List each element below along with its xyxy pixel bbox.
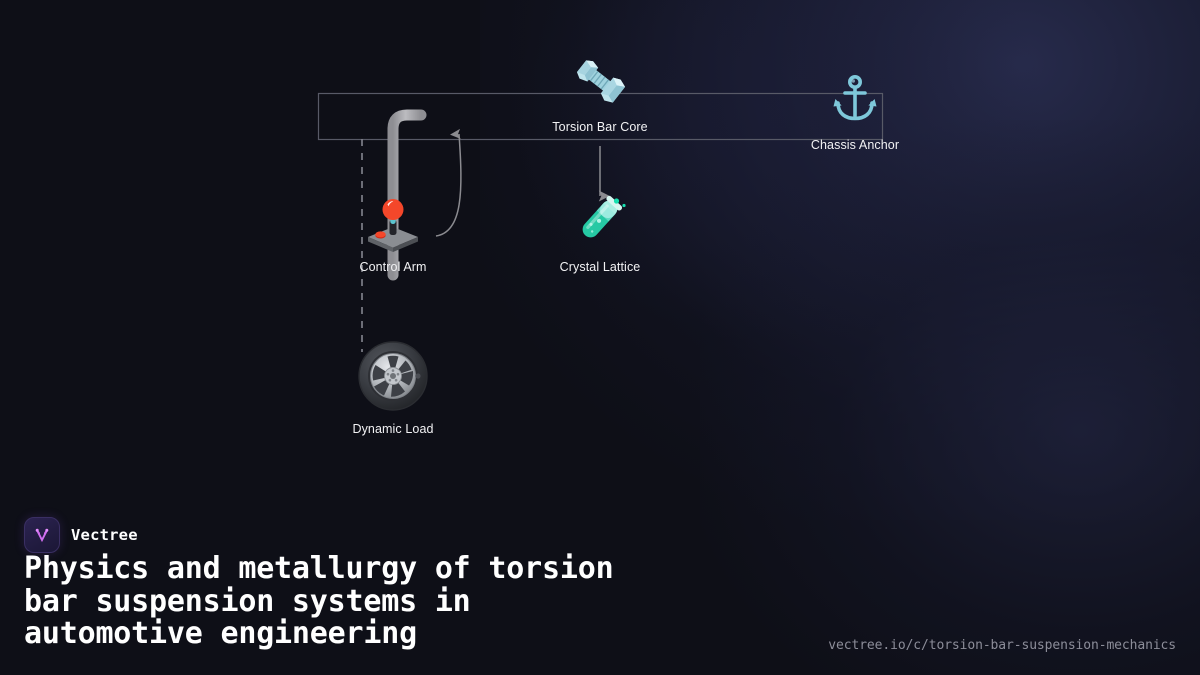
page-title: Physics and metallurgy of torsion bar su…: [24, 551, 614, 651]
diagram-vector-layer: [317, 92, 884, 352]
wheel-tire-icon: [357, 340, 429, 412]
node-label-dynamic-load: Dynamic Load: [352, 422, 434, 436]
brand-name: Vectree: [71, 526, 138, 544]
suspension-diagram: Torsion Bar Core: [317, 49, 900, 436]
chassis-frame-box: [317, 92, 884, 141]
node-label-torsion-bar-core: Torsion Bar Core: [552, 120, 648, 134]
control-arm-linkage: [387, 109, 427, 281]
node-label-control-arm: Control Arm: [359, 260, 427, 274]
bolt-screw-icon: [569, 49, 631, 111]
test-tube-icon: [568, 187, 632, 251]
node-label-crystal-lattice: Crystal Lattice: [559, 260, 641, 274]
source-url: vectree.io/c/torsion-bar-suspension-mech…: [828, 638, 1176, 653]
vectree-v-logo-icon: [24, 517, 60, 553]
node-label-chassis-anchor: Chassis Anchor: [810, 138, 900, 152]
joystick-icon: [363, 194, 423, 254]
footer-bar: Vectree Physics and metallurgy of torsio…: [0, 495, 1200, 675]
anchor-icon: [827, 72, 883, 128]
control-arm-to-torsion-bar-arrow: [435, 128, 462, 237]
brand-row[interactable]: Vectree: [24, 517, 138, 553]
